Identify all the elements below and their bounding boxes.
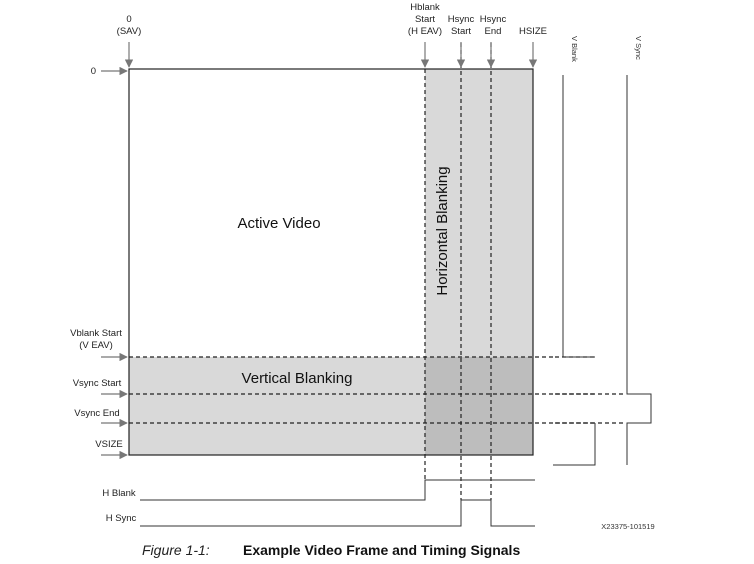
hblank-label-2: Start bbox=[415, 14, 435, 25]
hsize-label: HSIZE bbox=[519, 26, 547, 37]
overlap-blanking-region bbox=[425, 357, 533, 455]
vblank-start-label-1: Vblank Start bbox=[70, 328, 122, 339]
figure-id-label: X23375-101519 bbox=[601, 522, 654, 531]
hsync-start-label-1: Hsync bbox=[448, 14, 475, 25]
h-sync-signal bbox=[140, 499, 535, 527]
figure-caption-title: Example Video Frame and Timing Signals bbox=[243, 542, 520, 558]
vsize-label: VSIZE bbox=[95, 439, 122, 450]
vblank-start-label-2: (V EAV) bbox=[79, 340, 113, 351]
v-sync-signal bbox=[626, 75, 652, 465]
hsync-end-label-2: End bbox=[485, 26, 502, 37]
vsync-start-label: Vsync Start bbox=[73, 378, 122, 389]
v-blank-signal-low bbox=[553, 423, 596, 466]
hblank-label-1: Hblank bbox=[410, 2, 440, 13]
hsync-start-label-2: Start bbox=[451, 26, 471, 37]
hsync-end-label-1: Hsync bbox=[480, 14, 507, 25]
horizontal-blanking-region bbox=[425, 69, 533, 357]
vertical-blanking-label: Vertical Blanking bbox=[242, 370, 353, 387]
zero-row-label: 0 bbox=[91, 66, 96, 77]
h-blank-label: H Blank bbox=[102, 488, 136, 499]
h-blank-signal bbox=[140, 479, 535, 501]
vertical-blanking-region bbox=[129, 357, 425, 455]
v-blank-label: V Blank bbox=[570, 36, 579, 62]
v-blank-signal bbox=[562, 75, 595, 358]
h-sync-label: H Sync bbox=[106, 513, 137, 524]
active-video-label: Active Video bbox=[237, 215, 320, 232]
video-frame-outline bbox=[128, 68, 534, 456]
hblank-label-3: (H EAV) bbox=[408, 26, 442, 37]
zero-sav-label-bottom: (SAV) bbox=[117, 26, 142, 37]
figure-caption-number: Figure 1-1: bbox=[142, 542, 210, 558]
zero-sav-label-top: 0 bbox=[126, 14, 131, 25]
vsync-end-label: Vsync End bbox=[74, 408, 119, 419]
v-sync-label: V Sync bbox=[634, 36, 643, 60]
horizontal-blanking-label: Horizontal Blanking bbox=[434, 166, 451, 295]
